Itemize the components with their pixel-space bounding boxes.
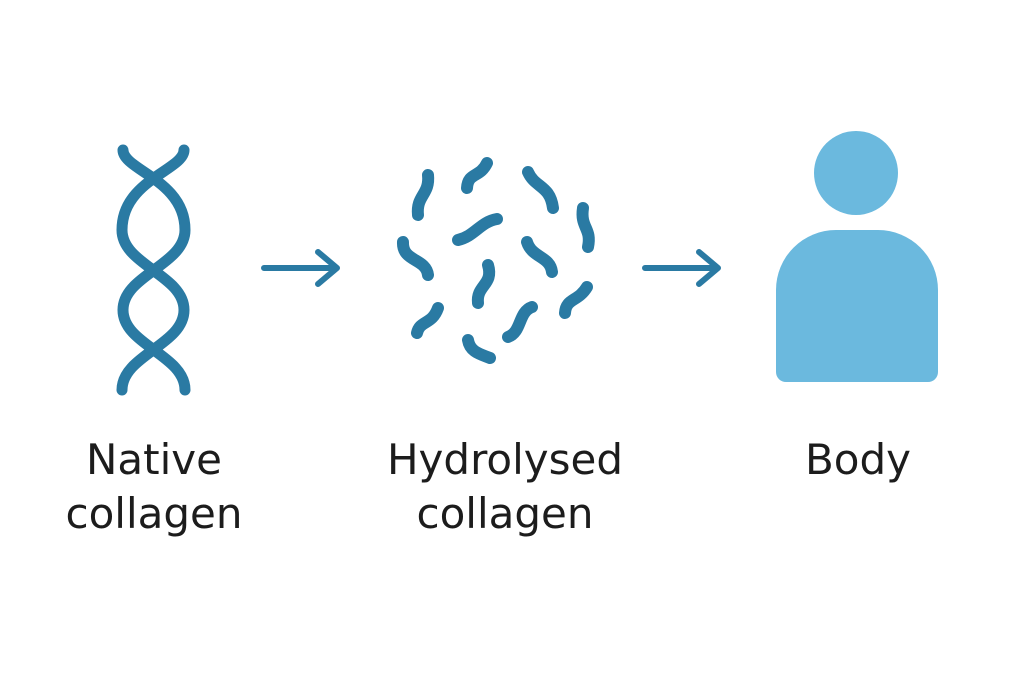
label-line: collagen (65, 489, 243, 538)
person-icon (776, 131, 938, 382)
label-line: collagen (416, 489, 594, 538)
peptide-fragment (521, 236, 558, 278)
label-line: Native (86, 435, 222, 484)
person-body (776, 230, 938, 382)
arrow-right-icon (261, 249, 340, 287)
label-line: Hydrolysed (386, 435, 624, 484)
arrow-right-icon (642, 249, 721, 287)
peptide-fragment (461, 157, 493, 194)
peptide-fragment (462, 334, 496, 364)
peptide-fragment (411, 169, 435, 221)
label-line: Body (804, 435, 912, 484)
peptide-fragments-icon (397, 157, 595, 364)
peptide-fragment (559, 281, 593, 319)
collagen-helix-icon (116, 144, 191, 396)
peptide-fragment (522, 166, 559, 214)
body-label: Body (698, 433, 1018, 487)
helix-strand-b (116, 144, 190, 396)
peptide-fragment (411, 302, 444, 339)
peptide-fragment (502, 301, 538, 343)
native-collagen-label: Native collagen (0, 433, 314, 541)
hydrolysed-collagen-label: Hydrolysed collagen (345, 433, 665, 541)
person-head (814, 131, 898, 215)
peptide-fragment (397, 236, 434, 281)
peptide-fragment (576, 202, 595, 253)
peptide-fragment (471, 259, 496, 309)
peptide-fragment (452, 213, 503, 246)
